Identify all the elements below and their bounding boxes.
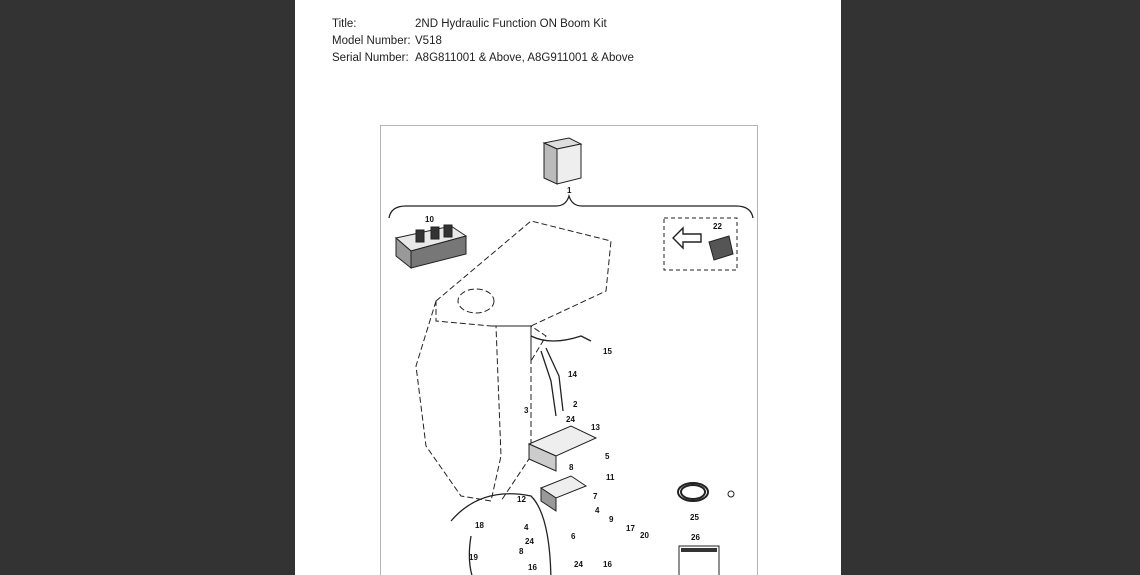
callout: 4 — [595, 506, 600, 515]
kit-box-illustration — [542, 137, 583, 185]
hose-coil-illustration — [677, 482, 735, 502]
parts-diagram: 1 10 22 15 14 2 3 24 13 5 8 11 7 12 4 9 … — [380, 125, 758, 575]
callout: 1 — [567, 186, 572, 195]
callout: 12 — [517, 495, 526, 504]
title-value: 2ND Hydraulic Function ON Boom Kit — [415, 18, 607, 30]
callout: 18 — [475, 521, 484, 530]
switch-inset-box — [663, 217, 738, 271]
valve-block-illustration — [394, 224, 468, 270]
callout: 6 — [571, 532, 576, 541]
callout: 7 — [593, 492, 598, 501]
callout: 15 — [603, 347, 612, 356]
model-number-value: V518 — [415, 35, 442, 47]
document-page: Title: 2ND Hydraulic Function ON Boom Ki… — [295, 0, 841, 575]
callout: 5 — [605, 452, 610, 461]
callout: 8 — [519, 547, 524, 556]
callout: 16 — [603, 560, 612, 569]
model-number-row: Model Number: V518 — [332, 33, 634, 50]
switch-illustration — [708, 235, 734, 261]
serial-number-value: A8G811001 & Above, A8G911001 & Above — [415, 52, 634, 64]
serial-number-row: Serial Number: A8G811001 & Above, A8G911… — [332, 50, 634, 67]
callouts: 1 10 22 15 14 2 3 24 13 5 8 11 7 12 4 9 … — [425, 186, 722, 572]
serial-number-label: Serial Number: — [332, 52, 409, 64]
callout: 25 — [690, 513, 699, 522]
callout: 24 — [574, 560, 583, 569]
callout: 22 — [713, 222, 722, 231]
callout: 13 — [591, 423, 600, 432]
callout: 4 — [524, 523, 529, 532]
callout: 20 — [640, 531, 649, 540]
arrow-icon — [672, 226, 702, 250]
callout: 26 — [691, 533, 700, 542]
title-row: Title: 2ND Hydraulic Function ON Boom Ki… — [332, 16, 634, 33]
callout: 17 — [626, 524, 635, 533]
callout: 3 — [524, 406, 529, 415]
boom-outline — [415, 220, 612, 502]
callout: 8 — [569, 463, 574, 472]
model-number-label: Model Number: — [332, 35, 411, 47]
callout: 24 — [525, 537, 534, 546]
parts-diagram-svg: 1 10 22 15 14 2 3 24 13 5 8 11 7 12 4 9 … — [388, 137, 754, 575]
callout: 14 — [568, 370, 577, 379]
callout: 11 — [606, 473, 615, 482]
hydraulic-hoses — [450, 335, 592, 575]
callout: 10 — [425, 215, 434, 224]
callout: 19 — [469, 553, 478, 562]
callout: 2 — [573, 400, 578, 409]
manifold-illustration — [527, 425, 598, 512]
callout: 16 — [528, 563, 537, 572]
document-metadata: Title: 2ND Hydraulic Function ON Boom Ki… — [332, 16, 634, 67]
manual-header — [681, 548, 717, 552]
callout: 9 — [609, 515, 614, 524]
kit-brace — [388, 193, 754, 219]
title-label: Title: — [332, 18, 357, 30]
callout: 24 — [566, 415, 575, 424]
